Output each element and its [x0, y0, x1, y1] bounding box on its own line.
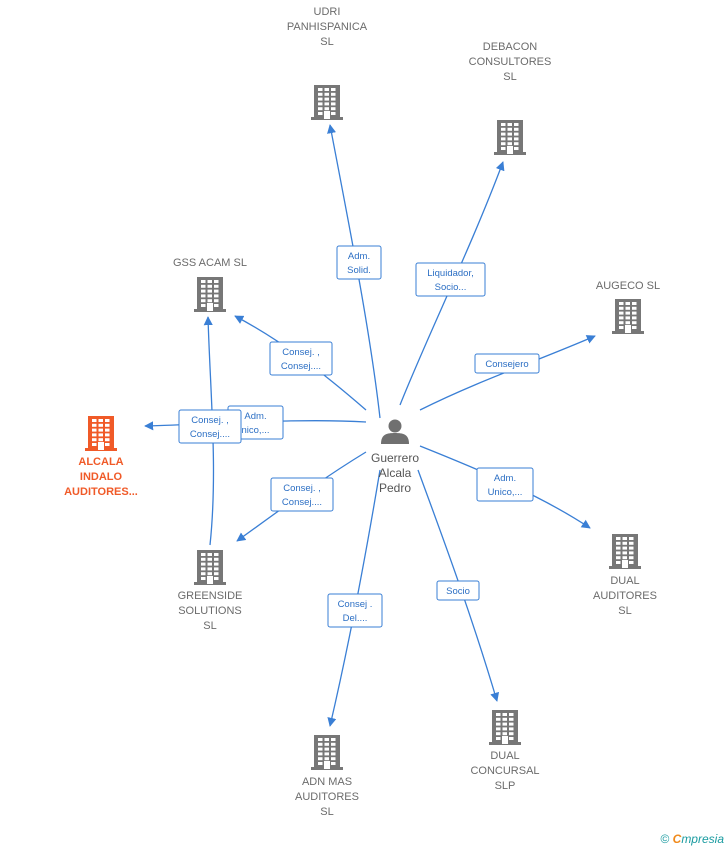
relations-layer: Adm.Solid. Liquidador,Socio... Consej. ,Co…: [178, 245, 540, 628]
building-icon[interactable]: [311, 85, 343, 120]
relation-box-r_dual_aud[interactable]: Adm.Unico,...: [476, 467, 534, 502]
relation-box-r_adn[interactable]: Consej .Del....: [327, 593, 383, 628]
relation-box-r_augeco[interactable]: Consejero: [474, 353, 540, 374]
footer-brand: © Cmpresia: [660, 832, 724, 846]
relation-label: Consej. ,Consej....: [190, 415, 230, 440]
relation-box-r_alcala_a[interactable]: Adm.nico,...: [227, 405, 284, 440]
relation-label: Consej. ,Consej....: [282, 483, 322, 508]
copyright-icon: ©: [660, 832, 670, 846]
building-icon[interactable]: [489, 710, 521, 745]
edge-r_dual_conc: [417, 469, 500, 702]
company-label-augeco: AUGECO SL: [596, 280, 660, 292]
brand-initial: C: [672, 832, 682, 846]
building-icon[interactable]: [494, 120, 526, 155]
company-label-gss: GSS ACAM SL: [173, 257, 247, 269]
relation-box-r_udri[interactable]: Adm.Solid.: [336, 245, 382, 280]
relation-box-r_greenside[interactable]: Consej. ,Consej....: [270, 477, 334, 512]
relation-box-r_gss[interactable]: Consej. ,Consej....: [269, 341, 333, 376]
building-icon[interactable]: [194, 550, 226, 585]
building-icon[interactable]: [612, 299, 644, 334]
relation-label: Adm.nico,...: [242, 411, 270, 436]
brand-name: mpresia: [681, 832, 724, 846]
relation-label: Adm.Unico,...: [488, 473, 523, 498]
building-icon[interactable]: [609, 534, 641, 569]
relation-label: Liquidador,Socio...: [427, 268, 473, 293]
building-icon[interactable]: [194, 277, 226, 312]
relation-label: Consej .Del....: [338, 599, 373, 624]
building-icon[interactable]: [85, 416, 117, 451]
relation-box-r_debacon[interactable]: Liquidador,Socio...: [415, 262, 486, 297]
relation-label: Socio: [446, 586, 470, 597]
relation-label: Adm.Solid.: [347, 251, 371, 276]
building-icon[interactable]: [311, 735, 343, 770]
relation-box-r_alcala_b[interactable]: Consej. ,Consej....: [178, 409, 242, 444]
person-icon[interactable]: [381, 419, 409, 445]
relation-box-r_dual_conc[interactable]: Socio: [436, 580, 480, 601]
relation-label: Consej. ,Consej....: [281, 347, 321, 372]
relation-label: Consejero: [485, 359, 528, 370]
